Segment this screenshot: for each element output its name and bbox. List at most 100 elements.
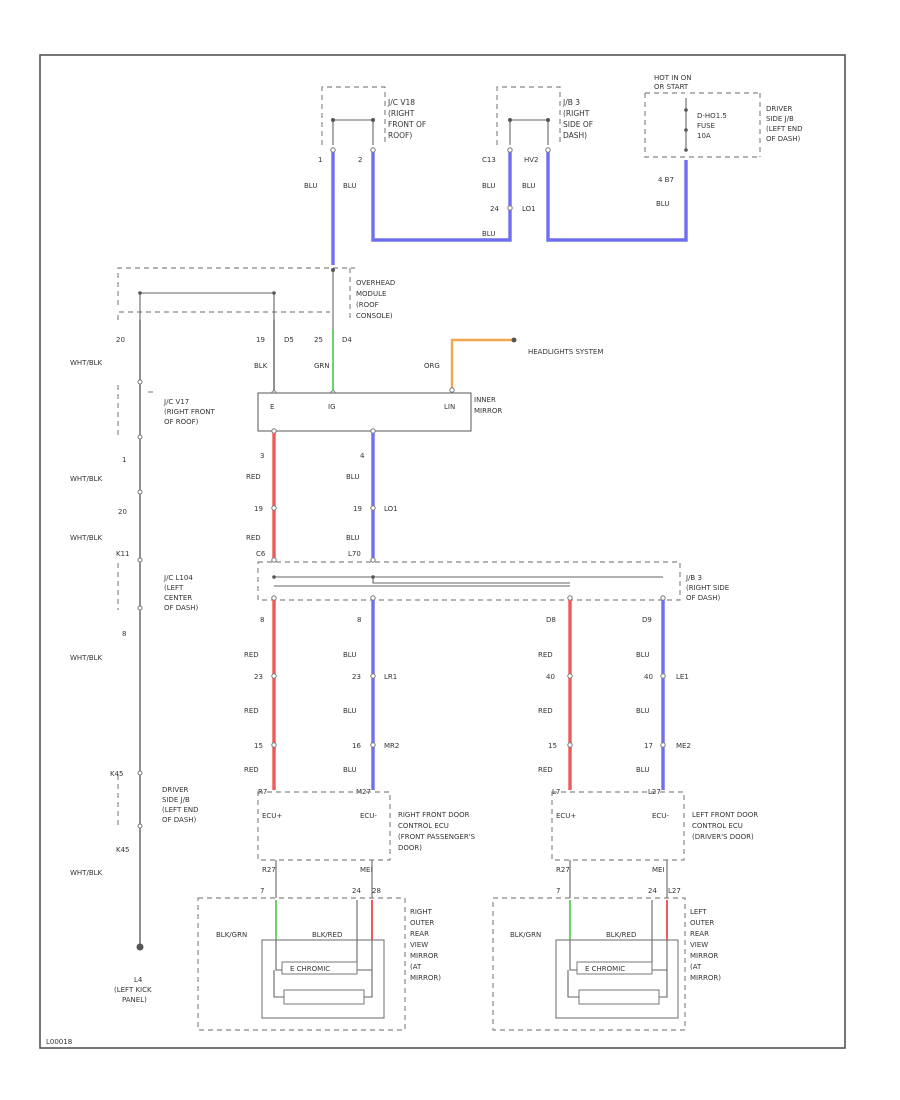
wire-red-m1: RED [246,473,261,481]
right-ecu-pin-l: R27 [262,866,276,874]
wire-wht-blk-4: WHT/BLK [70,654,103,662]
jc-v18-label-0: J/C V18 [387,98,415,107]
pin-24: 24 [490,205,499,213]
pin-k40: K45 [116,846,130,854]
ground-label-2: PANEL) [122,996,147,1004]
jc-v17-label-0: J/C V17 [163,398,189,406]
pin-1-top: 1 [318,156,322,164]
diagram-id: L00018 [46,1038,72,1046]
left-outer-mirror: 7 24 L27 BLK/GRN BLK/RED E CHROMIC LEFT … [492,887,721,1031]
right-mirror-wire-1: BLK/GRN [216,931,247,939]
lower-wires: 8 8 D8 D9 RED BLU RED BLU 23 23 LR1 40 4… [244,600,691,796]
wire-blu-l3: BLU [343,707,356,715]
pin-8b: 8 [357,616,361,624]
left-front-door-ecu: ECU+ ECU- LEFT FRONT DOOR CONTROL ECU (D… [551,791,758,874]
left-mirror-label-6: MIRROR) [690,974,721,982]
pin-17: 17 [644,742,653,750]
fuse-box: HOT IN ON OR START D-HO1.5 FUSE 10A DRIV… [644,74,803,184]
right-mirror-label-2: REAR [410,930,429,938]
overhead-label-3: CONSOLE) [356,312,393,320]
pin-8-left: 8 [122,630,126,638]
right-mirror-block: E CHROMIC [290,965,330,973]
inner-mirror-pin-e: E [270,403,274,411]
pin-d4: D4 [342,336,352,344]
jc-v17-label-2: OF ROOF) [164,418,199,426]
wire-red-l3: RED [244,707,259,715]
left-ecu-pin-r: MEI [652,866,665,874]
pin-20-left: 20 [118,508,127,516]
wire-grn-overhead: GRN [314,362,330,370]
wire-blu-2: BLU [343,182,356,190]
top-blu-wires: BLU BLU BLU BLU 24 LO1 BLU BLU [304,147,688,265]
wire-blu-6: BLU [656,200,669,208]
left-ecu-label-1: CONTROL ECU [692,822,743,830]
pin-19-overhead: 19 [256,336,265,344]
pin-19-mid: 19 [254,505,263,513]
left-ecu-label-2: (DRIVER'S DOOR) [692,833,754,841]
hot-label-1: OR START [654,83,689,91]
jc-l104-label-2: CENTER [164,594,192,602]
left-mirror-pin-7: 7 [556,887,560,895]
inner-mirror-label-1: MIRROR [474,407,502,415]
wire-blu-m1: BLU [346,473,359,481]
right-outer-mirror: 7 24 28 BLK/GRN BLK/RED E CHROMIC RIGHT … [197,887,441,1031]
wire-blk-overhead: BLK [254,362,268,370]
driver-jb-lower-1: SIDE J/B [162,796,190,804]
pin-lr1: LR1 [384,673,397,681]
jb3-mid-label-0: J/B 3 [685,574,702,582]
pin-15b: 15 [548,742,557,750]
right-mirror-label-1: OUTER [410,919,434,927]
left-ecu-pin-l: R27 [556,866,570,874]
left-ground-chain: WHT/BLK J/C V17 (RIGHT FRONT OF ROOF) 1 … [70,320,215,1004]
pin-2-top: 2 [358,156,362,164]
pin-20-overhead: 20 [116,336,125,344]
right-mirror-pin-24: 24 [352,887,361,895]
right-ecu-pin-r: MEI [360,866,373,874]
wire-blu-4: BLU [522,182,535,190]
wire-blu-1: BLU [304,182,317,190]
jb3-top-label-0: J/B 3 [562,98,580,107]
right-front-door-ecu: ECU+ ECU- RIGHT FRONT DOOR CONTROL ECU (… [257,791,476,874]
fuse-label-2: 10A [697,132,711,140]
right-ecu-label-1: CONTROL ECU [398,822,449,830]
wire-blu-l4: BLU [636,707,649,715]
left-ecu-label-0: LEFT FRONT DOOR [692,811,758,819]
left-mirror-wire-1: BLK/GRN [510,931,541,939]
left-mirror-wire-2: BLK/RED [606,931,636,939]
wire-wht-blk-5: WHT/BLK [70,869,103,877]
pin-40b: 40 [644,673,653,681]
inner-mirror-label-0: INNER [474,396,496,404]
overhead-label-1: MODULE [356,290,386,298]
headlights-label: HEADLIGHTS SYSTEM [528,348,603,356]
fuse-label-0: D-HO1.5 [697,112,727,120]
left-mirror-label-0: LEFT [690,908,707,916]
pin-lo1: LO1 [522,205,536,213]
pin-3-mirror: 3 [260,452,264,460]
pin-c13: C13 [482,156,496,164]
left-mirror-pin-24: 24 [648,887,657,895]
right-ecu-plus: ECU+ [262,812,282,820]
pin-19b-mid: 19 [353,505,362,513]
wire-blu-l2: BLU [636,651,649,659]
left-ecu-minus: ECU- [652,812,669,820]
inner-mirror-pin-lin: LIN [444,403,455,411]
ground-label-1: (LEFT KICK [114,986,152,994]
driver-jb-lower-2: (LEFT END [162,806,199,814]
right-mirror-label-3: VIEW [410,941,428,949]
pin-16: 16 [352,742,361,750]
diagram-border [39,54,846,1049]
pin-me2: ME2 [676,742,691,750]
wire-wht-blk-2: WHT/BLK [70,475,103,483]
wire-red-l1: RED [244,651,259,659]
wire-blu-5: BLU [482,230,495,238]
pin-40a: 40 [546,673,555,681]
jb3-top: J/B 3 (RIGHT SIDE OF DASH) C13 HV2 [482,86,593,164]
right-mirror-label-0: RIGHT [410,908,433,916]
wire-wht-blk-1: WHT/BLK [70,359,103,367]
ground-label-0: L4 [134,976,143,984]
pin-4-mirror: 4 [360,452,365,460]
jc-v17-label-1: (RIGHT FRONT [164,408,215,416]
overhead-module: OVERHEAD MODULE (ROOF CONSOLE) 20 19 D5 … [116,267,395,344]
right-ecu-label-2: (FRONT PASSENGER'S [398,833,476,841]
